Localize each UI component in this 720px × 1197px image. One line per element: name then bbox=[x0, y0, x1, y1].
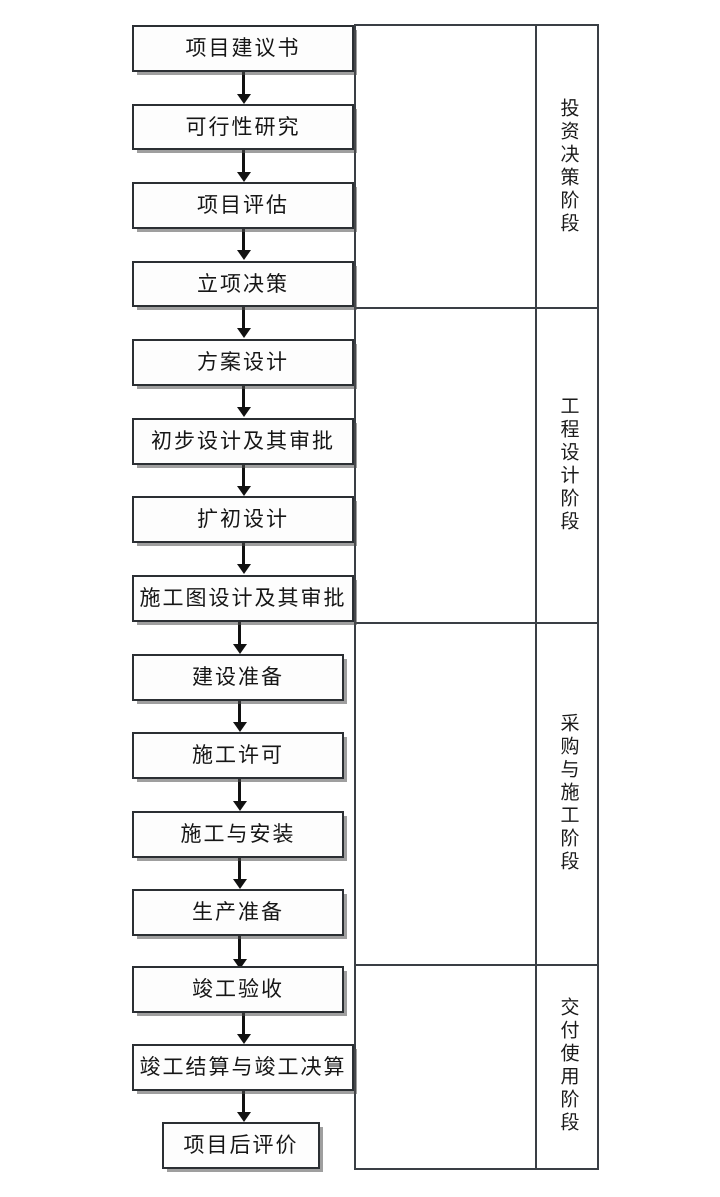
process-node-label: 可行性研究 bbox=[185, 114, 301, 139]
stage-label-3: 采购与施工阶段 bbox=[557, 712, 579, 874]
process-node-step-2[interactable]: 可行性研究 bbox=[132, 104, 354, 150]
process-node-label: 建设准备 bbox=[192, 665, 284, 689]
arrow-step8-step9 bbox=[238, 621, 241, 645]
arrow-step9-step10 bbox=[238, 700, 241, 723]
arrow-step14-step15 bbox=[242, 1091, 245, 1113]
process-node-label: 扩初设计 bbox=[197, 507, 289, 531]
stage-label-2: 工程设计阶段 bbox=[557, 395, 579, 534]
process-node-step-7[interactable]: 扩初设计 bbox=[132, 496, 354, 543]
arrow-step3-step4 bbox=[242, 228, 245, 251]
process-node-label: 生产准备 bbox=[192, 900, 284, 924]
process-node-step-9[interactable]: 建设准备 bbox=[132, 654, 344, 701]
process-node-step-4[interactable]: 立项决策 bbox=[132, 261, 354, 307]
process-node-step-14[interactable]: 竣工结算与竣工决算 bbox=[132, 1044, 354, 1091]
process-node-label: 施工许可 bbox=[192, 743, 284, 767]
process-node-label: 项目建议书 bbox=[185, 36, 301, 60]
stage-cell-4: 交付使用阶段 bbox=[537, 964, 599, 1168]
process-node-step-11[interactable]: 施工与安装 bbox=[132, 811, 344, 858]
arrow-step1-step2 bbox=[242, 71, 245, 95]
arrow-step13-step14 bbox=[242, 1012, 245, 1035]
stage-column-divider bbox=[535, 26, 537, 1168]
process-node-label: 施工与安装 bbox=[180, 822, 296, 846]
process-node-label: 方案设计 bbox=[197, 350, 289, 374]
process-node-label: 施工图设计及其审批 bbox=[139, 586, 347, 610]
stage-cell-3: 采购与施工阶段 bbox=[537, 622, 599, 964]
arrow-step2-step3 bbox=[242, 149, 245, 173]
stage-row-divider-3-4 bbox=[356, 964, 597, 966]
process-node-label: 项目后评价 bbox=[183, 1133, 299, 1157]
stage-label-4: 交付使用阶段 bbox=[557, 997, 579, 1135]
process-node-step-15[interactable]: 项目后评价 bbox=[162, 1122, 320, 1169]
stage-row-divider-2-3 bbox=[356, 622, 597, 624]
process-node-step-3[interactable]: 项目评估 bbox=[132, 182, 354, 229]
arrow-step10-step11 bbox=[238, 779, 241, 802]
arrow-step12-step13 bbox=[238, 936, 241, 960]
arrow-step6-step7 bbox=[242, 464, 245, 487]
arrow-step4-step5 bbox=[242, 306, 245, 329]
process-node-label: 竣工验收 bbox=[192, 977, 284, 1001]
process-node-step-12[interactable]: 生产准备 bbox=[132, 889, 344, 936]
process-node-label: 项目评估 bbox=[197, 193, 289, 217]
arrow-step7-step8 bbox=[242, 542, 245, 565]
process-node-label: 初步设计及其审批 bbox=[151, 429, 335, 453]
stage-table: 投资决策阶段 工程设计阶段 采购与施工阶段 交付使用阶段 bbox=[354, 24, 599, 1170]
process-node-step-13[interactable]: 竣工验收 bbox=[132, 966, 344, 1013]
stage-cell-2: 工程设计阶段 bbox=[537, 307, 599, 622]
stage-cell-1: 投资决策阶段 bbox=[537, 26, 599, 307]
process-node-label: 竣工结算与竣工决算 bbox=[139, 1055, 347, 1079]
arrow-step5-step6 bbox=[242, 385, 245, 408]
stage-row-divider-1-2 bbox=[356, 307, 597, 309]
process-node-step-6[interactable]: 初步设计及其审批 bbox=[132, 418, 354, 465]
process-node-step-5[interactable]: 方案设计 bbox=[132, 339, 354, 386]
arrow-step11-step12 bbox=[238, 857, 241, 880]
process-node-step-10[interactable]: 施工许可 bbox=[132, 732, 344, 779]
process-node-step-1[interactable]: 项目建议书 bbox=[132, 25, 354, 72]
stage-label-1: 投资决策阶段 bbox=[557, 97, 579, 236]
process-node-step-8[interactable]: 施工图设计及其审批 bbox=[132, 575, 354, 622]
process-node-label: 立项决策 bbox=[197, 271, 289, 296]
